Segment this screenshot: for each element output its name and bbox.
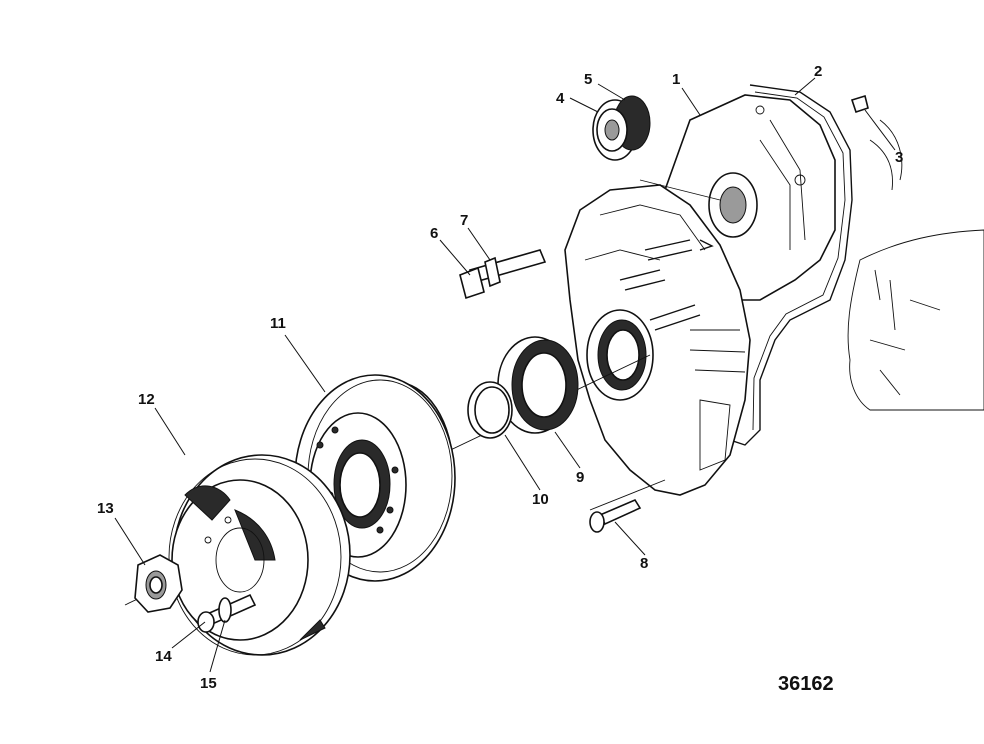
callout-8: 8 [640, 555, 648, 572]
callout-4: 4 [556, 90, 565, 107]
damper-bolt [197, 593, 257, 633]
callout-13: 13 [97, 500, 114, 517]
callout-14: 14 [155, 648, 172, 665]
lower-bolt [589, 498, 642, 533]
callout-10: 10 [532, 491, 549, 508]
callout-3: 3 [895, 149, 903, 166]
callout-9: 9 [576, 469, 584, 486]
damper-nut [134, 554, 183, 613]
callout-11: 11 [270, 315, 286, 332]
callout-15: 15 [200, 675, 217, 692]
callout-2: 2 [814, 63, 822, 80]
callout-7: 7 [460, 212, 468, 229]
seal-cap [592, 95, 651, 161]
front-timing-cover [564, 184, 751, 496]
crankshaft-seal [497, 336, 579, 434]
engine-block [847, 119, 984, 411]
dowel-pin [850, 94, 869, 114]
cover-bolt [459, 249, 547, 300]
callout-1: 1 [672, 71, 680, 88]
figure-number: 36162 [778, 673, 834, 695]
leader-lines [114, 77, 896, 673]
snap-ring [467, 381, 513, 439]
callout-labels: 1 2 3 4 5 6 7 8 9 10 11 12 13 14 15 [97, 63, 903, 692]
callout-12: 12 [138, 391, 155, 408]
timing-cover-gasket [699, 84, 853, 446]
callout-6: 6 [430, 225, 438, 242]
vibration-damper [168, 454, 351, 656]
callout-5: 5 [584, 71, 592, 88]
